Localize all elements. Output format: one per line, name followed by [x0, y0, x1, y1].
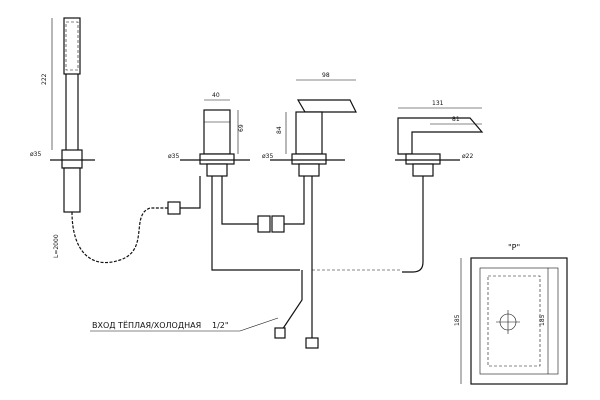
pipe-spout	[402, 176, 424, 273]
shower-head	[63, 17, 81, 75]
dim-valve-width: 40	[212, 92, 220, 99]
shower-holder	[61, 149, 83, 169]
valve-nut	[206, 163, 228, 177]
shower-spray-face	[65, 21, 79, 71]
mixer-lever	[296, 99, 357, 113]
mixer-base	[291, 153, 327, 165]
mixer-body	[295, 111, 323, 155]
inlet-fitting-1	[274, 327, 286, 339]
dim-p-right: 185	[539, 314, 546, 326]
inlet-leader-arrow	[239, 317, 279, 332]
view-p-cutout	[487, 275, 541, 367]
inlet-label: ВХОД ТЁПЛАЯ/ХОЛОДНАЯ	[92, 320, 201, 330]
diverter-valve: 40 69 ø35	[168, 92, 250, 177]
pipe-to-mixer	[284, 176, 305, 225]
connector-b	[271, 215, 285, 233]
dim-shower-height: 222	[41, 73, 48, 85]
pipe-valve-right	[221, 176, 260, 225]
dim-valve-diam: ø35	[168, 153, 179, 160]
dim-hose-length: L=2000	[53, 234, 60, 258]
inlet-fitting-2	[305, 337, 319, 349]
dim-valve-height: 69	[238, 124, 245, 132]
dim-p-left: 185	[454, 314, 461, 326]
dim-spout-reach: 81	[452, 116, 460, 123]
dim-mixer-width: 98	[322, 72, 330, 79]
connector-a	[257, 215, 271, 233]
pipe-hose-to-valve	[180, 176, 201, 209]
dim-shower-diam: ø35	[30, 151, 41, 158]
pipework	[180, 176, 424, 349]
dim-mixer-height: 84	[276, 126, 283, 134]
hand-shower: 222 ø35 L=2000	[30, 17, 95, 258]
single-lever-mixer: 98 84 ø35	[262, 72, 357, 177]
inlet-size: 1/2"	[212, 321, 229, 330]
spout-nut	[412, 163, 434, 177]
spout-body	[397, 117, 484, 155]
view-p-plate	[479, 267, 559, 375]
spout: 131 81 ø22	[395, 100, 484, 177]
flexible-hose	[71, 207, 170, 264]
pipe-mixer-inlet-2	[281, 270, 303, 331]
dim-spout-width: 131	[432, 100, 444, 107]
dim-spout-diam: ø22	[462, 153, 473, 160]
hose-connector	[167, 201, 181, 215]
dim-mixer-diam: ø35	[262, 153, 273, 160]
shower-body	[63, 167, 81, 213]
view-p: "P" 185 185	[454, 243, 568, 385]
view-p-title: "P"	[508, 243, 520, 252]
mixer-nut	[298, 163, 320, 177]
view-p-outer	[470, 257, 568, 385]
valve-base	[199, 153, 235, 165]
pipe-valve-left	[211, 176, 300, 271]
inlet-callout: ВХОД ТЁПЛАЯ/ХОЛОДНАЯ 1/2"	[90, 317, 279, 332]
valve-body	[203, 109, 231, 155]
spout-base	[405, 153, 441, 165]
